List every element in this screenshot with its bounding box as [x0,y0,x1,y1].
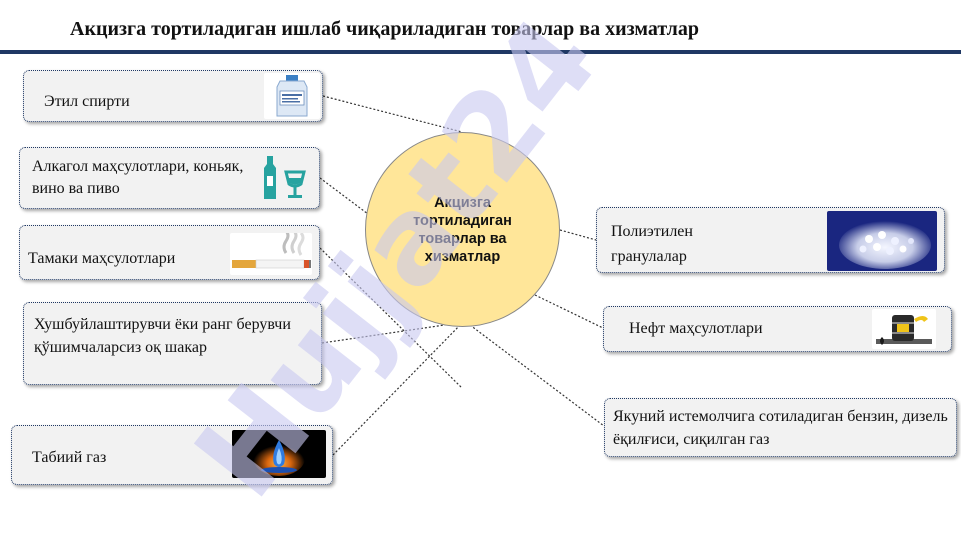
item-label: Табиий газ [32,449,107,466]
oil-barrel-icon [872,309,936,349]
item-label: Нефт маҳсулотлари [629,320,763,337]
title-underline [0,50,961,54]
connector-tobacco [319,247,463,389]
item-oil-products: Нефт маҳсулотлари [603,306,952,352]
item-alcohol: Алкагол маҳсулотлари, коньяк, вино ва пи… [19,147,320,209]
item-label: Алкагол маҳсулотлари, коньяк, вино ва пи… [32,158,244,197]
cigarette-icon [230,233,312,275]
item-natural-gas: Табиий газ [11,425,333,485]
connector-sugar [321,321,466,344]
item-label: Тамаки маҳсулотлари [28,250,176,267]
connector-oil [534,294,604,329]
item-label: Полиэтилен гранулалар [611,223,693,265]
item-label: Якуний истемолчига сотиладиган бензин, д… [613,408,948,448]
item-label: Этил спирти [44,93,130,110]
center-label: Акцизга тортиладиган товарлар ва хизматл… [413,194,512,265]
gas-flame-icon [232,430,326,478]
bottle-glass-icon [260,154,312,202]
item-tobacco: Тамаки маҳсулотлари [19,225,320,280]
connector-gas [332,319,466,456]
item-petrol: Якуний истемолчига сотиладиган бензин, д… [604,398,957,457]
connector-ethyl [322,95,463,133]
item-sugar: Хушбуйлаштирувчи ёки ранг берувчи қўшимч… [23,302,322,385]
item-polyethylene: Полиэтилен гранулалар [596,207,945,273]
connector-alcohol [319,177,393,233]
connector-polyethylene [559,229,597,241]
polyethylene-granules-icon [827,211,937,271]
page-title: Акцизга тортиладиган ишлаб чиқариладиган… [70,18,699,40]
ethyl-spirit-bottle-icon [264,73,320,119]
connector-petrol [469,324,605,427]
item-label: Хушбуйлаштирувчи ёки ранг берувчи қўшимч… [34,316,291,356]
item-ethyl-spirit: Этил спирти [23,70,323,122]
center-node: Акцизга тортиладиган товарлар ва хизматл… [365,132,560,327]
